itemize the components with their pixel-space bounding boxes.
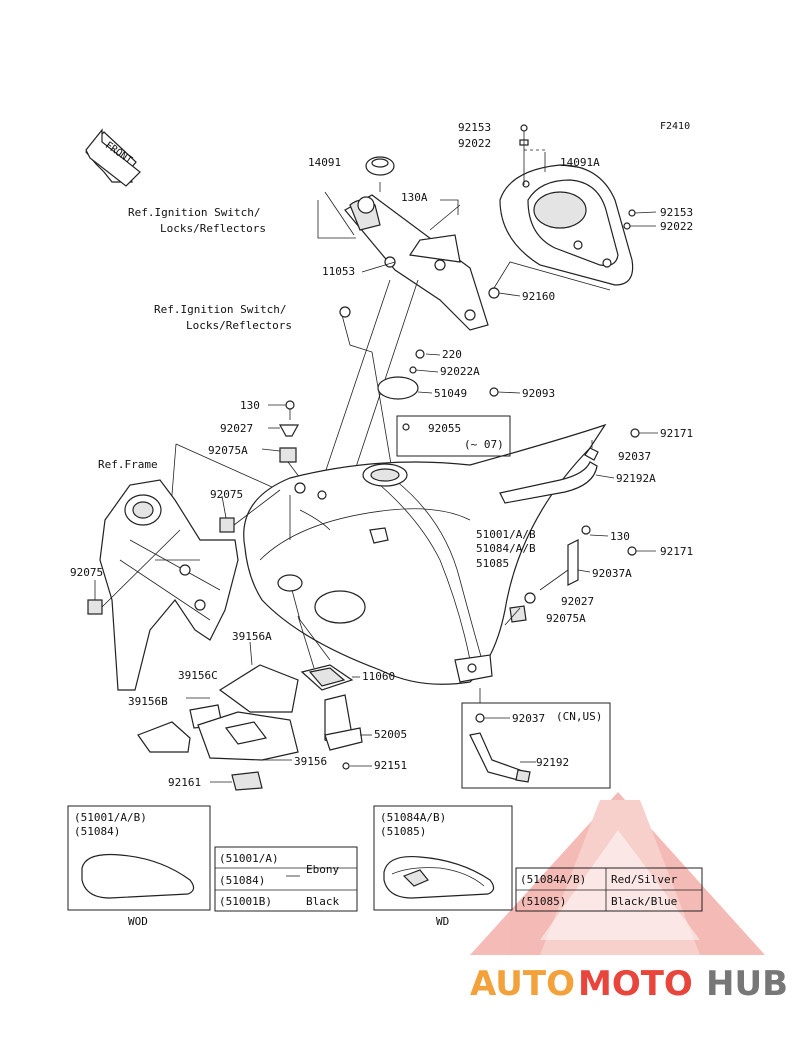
hose-drawing	[499, 428, 658, 626]
label-92160: 92160	[522, 290, 555, 303]
label-52005: 52005	[374, 728, 407, 741]
heat-shield-drawing	[137, 641, 299, 791]
label-51001: 51001/A/B	[476, 528, 536, 541]
label-92153-top: 92153	[458, 121, 491, 134]
ref-ignition-2-line1: Ref.Ignition Switch/	[154, 303, 286, 316]
watermark-logo	[470, 792, 765, 955]
label-92022-top: 92022	[458, 137, 491, 150]
label-11053: 11053	[322, 265, 355, 278]
label-14091A: 14091A	[560, 156, 600, 169]
frame-drawing	[87, 479, 281, 691]
label-92037A: 92037A	[592, 567, 632, 580]
label-92075-a: 92075	[210, 488, 243, 501]
label-92192: 92192	[536, 756, 569, 769]
label-92171-top: 92171	[660, 427, 693, 440]
inset-wod: (51001/A/B) (51084) WOD	[67, 805, 211, 928]
label-92027-r: 92027	[561, 595, 594, 608]
label-11060: 11060	[362, 670, 395, 683]
ct1-row2-code: (51084)	[219, 874, 265, 887]
label-39156B: 39156B	[128, 695, 168, 708]
label-92022A: 92022A	[440, 365, 480, 378]
label-39156C: 39156C	[178, 669, 218, 682]
gasket-drawing	[297, 615, 372, 770]
inset-wd-line2: (51085)	[380, 825, 426, 838]
ct2-row2-color: Black/Blue	[611, 895, 677, 908]
label-130-r: 130	[610, 530, 630, 543]
ct2-row1-code: (51084A/B)	[520, 873, 586, 886]
color-table-1: (51001/A) Ebony (51084) (51001B) Black	[214, 846, 358, 912]
label-92153-r: 92153	[660, 206, 693, 219]
label-39156A: 39156A	[232, 630, 272, 643]
ct1-row1-code: (51001/A)	[219, 852, 279, 865]
label-39156: 39156	[294, 755, 327, 768]
label-92022-r: 92022	[660, 220, 693, 233]
label-92093: 92093	[522, 387, 555, 400]
ref-ignition-1-line2: Locks/Reflectors	[160, 222, 266, 235]
label-92075A-r: 92075A	[546, 612, 586, 625]
watermark-hub: HUB	[706, 964, 788, 1004]
leader-lines	[169, 279, 521, 521]
tank-cover-drawing	[488, 124, 657, 299]
label-92161: 92161	[168, 776, 201, 789]
watermark-auto: AUTO	[470, 964, 575, 1004]
inset-wd-caption: WD	[436, 915, 449, 928]
ct1-row3-color: Black	[306, 895, 339, 908]
front-arrow: FRONT	[85, 128, 141, 187]
label-92055: 92055	[428, 422, 461, 435]
label-51049: 51049	[434, 387, 467, 400]
label-220: 220	[442, 348, 462, 361]
watermark-moto: MOTO	[578, 964, 693, 1004]
label-51085: 51085	[476, 557, 509, 570]
label-14091: 14091	[308, 156, 341, 169]
label-92171-r: 92171	[660, 545, 693, 558]
label-92151: 92151	[374, 759, 407, 772]
label-92075-b: 92075	[70, 566, 103, 579]
watermark-text: AUTO MOTO HUB	[470, 964, 788, 1004]
label-92037-b: 92037	[512, 712, 545, 725]
ct1-row3-code: (51001B)	[219, 895, 272, 908]
figure-code: F2410	[660, 121, 690, 132]
inset-wd-line1: (51084A/B)	[380, 811, 446, 824]
label-92037-top: 92037	[618, 450, 651, 463]
inset-wd: (51084A/B) (51085) WD	[373, 805, 513, 928]
inset-wod-line1: (51001/A/B)	[74, 811, 147, 824]
ct2-row1-color: Red/Silver	[611, 873, 678, 886]
fuel-tank-drawing	[243, 423, 607, 685]
inset-wod-line2: (51084)	[74, 825, 120, 838]
ref-ignition-1-line1: Ref.Ignition Switch/	[128, 206, 260, 219]
label-92055-note: (~ 07)	[464, 438, 504, 451]
ct1-row1-color: Ebony	[306, 863, 339, 876]
inset-wod-caption: WOD	[128, 915, 148, 928]
label-51084: 51084/A/B	[476, 542, 536, 555]
label-92037-b-note: (CN,US)	[556, 710, 602, 723]
label-92192A: 92192A	[616, 472, 656, 485]
color-table-2: (51084A/B) Red/Silver (51085) Black/Blue	[515, 867, 703, 912]
ref-ignition-2-line2: Locks/Reflectors	[186, 319, 292, 332]
label-130-l: 130	[240, 399, 260, 412]
label-130A: 130A	[401, 191, 428, 204]
ct2-row2-code: (51085)	[520, 895, 566, 908]
lower-hose-box	[461, 688, 611, 789]
ref-frame: Ref.Frame	[98, 458, 158, 471]
label-92075A-l: 92075A	[208, 444, 248, 457]
part-92055-box	[396, 415, 511, 457]
tank-bracket-drawing	[317, 156, 489, 331]
label-92027-l: 92027	[220, 422, 253, 435]
